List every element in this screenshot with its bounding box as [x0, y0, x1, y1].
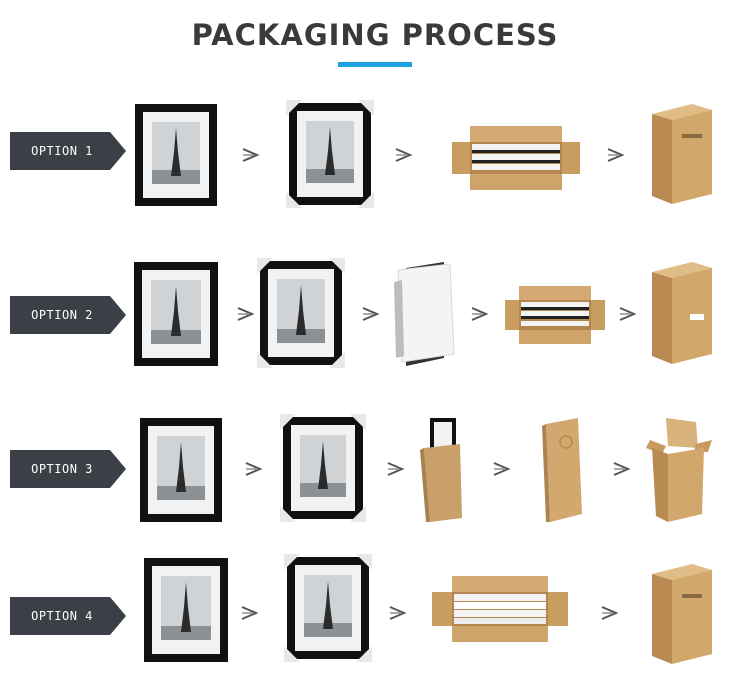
option-label-tag: OPTION 2 — [10, 296, 126, 334]
framed-photo-image — [140, 418, 222, 522]
option-row: OPTION 3 — [0, 414, 750, 524]
option-label-tag: OPTION 3 — [10, 450, 126, 488]
arrow-icon — [237, 307, 254, 321]
sealed-kraft-package-image — [542, 418, 582, 522]
title-underline — [338, 62, 412, 67]
option-tag-shape — [10, 132, 126, 170]
option-row: OPTION 2 — [0, 258, 750, 368]
option-tag-shape — [10, 450, 126, 488]
framed-photo-image — [135, 104, 217, 206]
arrow-icon — [613, 462, 630, 476]
arrow-icon — [389, 606, 406, 620]
option-row: OPTION 4 — [0, 552, 750, 664]
arrow-icon — [241, 606, 258, 620]
arrow-icon — [242, 148, 259, 162]
arrow-icon — [493, 462, 510, 476]
closed-box-image — [652, 262, 712, 364]
option-row: OPTION 1 — [0, 100, 750, 210]
open-box-multipack-image — [452, 126, 580, 190]
option-label-text: OPTION 3 — [31, 462, 93, 476]
option-label-text: OPTION 4 — [31, 609, 93, 623]
arrow-icon — [362, 307, 379, 321]
framed-photo-corner-protectors-image — [280, 414, 366, 522]
kraft-sleeve-image — [420, 418, 462, 522]
open-box-multipack-image — [432, 576, 568, 642]
option-tag-shape — [10, 597, 126, 635]
closed-box-image — [652, 104, 712, 204]
open-flap-box-image — [646, 418, 712, 522]
arrow-icon — [619, 307, 636, 321]
option-label-text: OPTION 1 — [31, 144, 93, 158]
arrow-icon — [607, 148, 624, 162]
arrow-icon — [387, 462, 404, 476]
page-title: PACKAGING PROCESS — [191, 18, 559, 52]
arrow-icon — [245, 462, 262, 476]
framed-photo-corner-protectors-image — [286, 100, 374, 208]
closed-box-image — [652, 564, 712, 664]
arrow-icon — [395, 148, 412, 162]
open-box-multipack-image — [505, 286, 605, 344]
arrow-icon — [471, 307, 488, 321]
option-label-tag: OPTION 1 — [10, 132, 126, 170]
option-label-text: OPTION 2 — [31, 308, 93, 322]
framed-photo-corner-protectors-image — [257, 258, 345, 368]
framed-photo-image — [134, 262, 218, 366]
framed-photo-corner-protectors-image — [284, 554, 372, 662]
option-tag-shape — [10, 296, 126, 334]
foam-wrap-image — [394, 262, 455, 366]
arrow-icon — [601, 606, 618, 620]
option-label-tag: OPTION 4 — [10, 597, 126, 635]
framed-photo-image — [144, 558, 228, 662]
